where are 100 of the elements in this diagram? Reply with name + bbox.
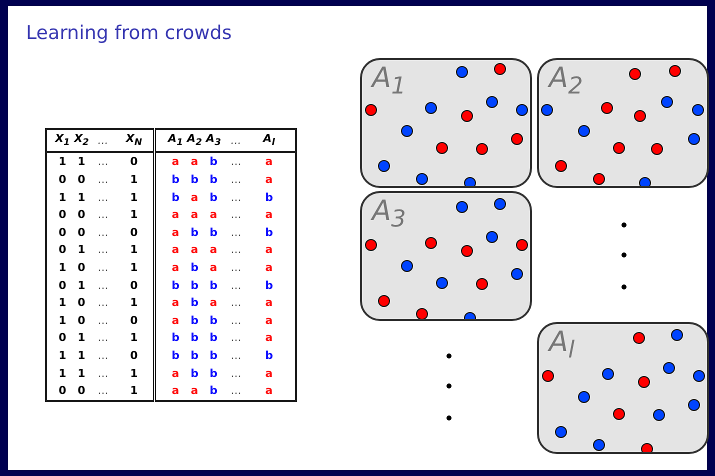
table-value: a [265,366,273,382]
table-value: a [210,260,218,276]
table-value: 0 [58,278,66,294]
panel-label: A$_{3}$ [372,195,406,235]
table-value: a [210,207,218,224]
table-value: 1 [130,330,138,346]
table-value: b [210,348,218,364]
table-value: b [190,224,198,241]
table-value: ... [98,348,108,364]
table-value: a [190,242,198,258]
table-value: 0 [130,154,138,170]
table-value: a [190,154,198,170]
table-value: ... [230,330,242,346]
table-value: b [172,190,180,206]
table-value: a [265,260,273,276]
table-value: b [210,278,218,294]
table-value: ... [230,224,242,241]
table-value: a [265,330,273,346]
table-value: b [210,366,218,382]
table-value: ... [230,207,242,224]
table-value: 1 [78,348,86,364]
table-value: 1 [130,366,138,382]
table-value: ... [230,312,242,329]
table-value: a [190,207,198,224]
table-value: ... [230,242,242,258]
table-value: a [190,190,198,206]
column-header: A$_{2}$ [187,131,202,150]
table-value: 0 [130,312,138,329]
table-value: b [210,190,218,206]
table-value: ... [98,366,108,382]
table-value: 0 [130,278,138,294]
table-value: ... [98,260,108,276]
table-value: ... [98,207,108,224]
table-value: a [265,207,273,224]
table-value: 1 [78,330,86,346]
column-header: ... [98,133,108,150]
table-value: b [190,260,198,276]
table-value: ... [98,172,108,188]
table-value: 0 [58,330,66,346]
table-value: 1 [58,154,66,170]
table-value: b [265,278,273,294]
panel-label: A$_{2}$ [549,62,583,102]
table-value: b [265,224,273,241]
slide-title: Learning from crowds [26,22,232,44]
table-value: 0 [78,260,86,276]
table-value: ... [98,278,108,294]
table-value: a [172,260,180,276]
table-value: b [190,348,198,364]
table-value: a [265,242,273,258]
column-header: A$_{l}$ [263,131,275,150]
table-value: 0 [78,224,86,241]
table-value: a [210,242,218,258]
table-value: 1 [78,278,86,294]
table-value: 1 [130,207,138,224]
table-value: b [190,330,198,346]
table-value: 1 [58,260,66,276]
table-value: a [190,383,198,400]
table-value: b [265,348,273,364]
table-value: b [172,278,180,294]
table-value: ... [230,278,242,294]
table-value: b [172,172,180,188]
table-value: 1 [78,242,86,258]
table-value: 0 [58,242,66,258]
table-value: ... [98,295,108,312]
table-value: 0 [78,383,86,400]
table-value: a [172,224,180,241]
table-value: 0 [78,312,86,329]
table-value: 1 [58,366,66,382]
table-value: ... [98,312,108,329]
column-header: ... [230,133,242,150]
table-value: 1 [130,260,138,276]
table-value: ... [230,260,242,276]
column-header: X$_{1}$ [55,131,70,150]
table-value: 1 [130,295,138,312]
table-value: b [210,172,218,188]
table-value: a [172,383,180,400]
table-value: 1 [130,383,138,400]
table-value: a [172,312,180,329]
table-value: 0 [58,172,66,188]
table-value: ... [230,383,242,400]
table-value: 0 [130,348,138,364]
table-value: 1 [130,190,138,206]
table-value: 1 [58,348,66,364]
table-value: 0 [58,207,66,224]
table-value: a [172,207,180,224]
table-value: 1 [58,190,66,206]
table-value: a [210,295,218,312]
column-header: X$_{2}$ [74,131,89,150]
table-value: b [210,312,218,329]
table-value: b [210,224,218,241]
table-value: 1 [78,366,86,382]
table-value: 0 [58,224,66,241]
table-value: 1 [130,172,138,188]
table-value: b [210,383,218,400]
table-value: a [265,295,273,312]
table-value: 1 [78,154,86,170]
table-value: ... [230,295,242,312]
table-value: ... [98,330,108,346]
table-value: a [265,312,273,329]
table-value: 0 [58,383,66,400]
